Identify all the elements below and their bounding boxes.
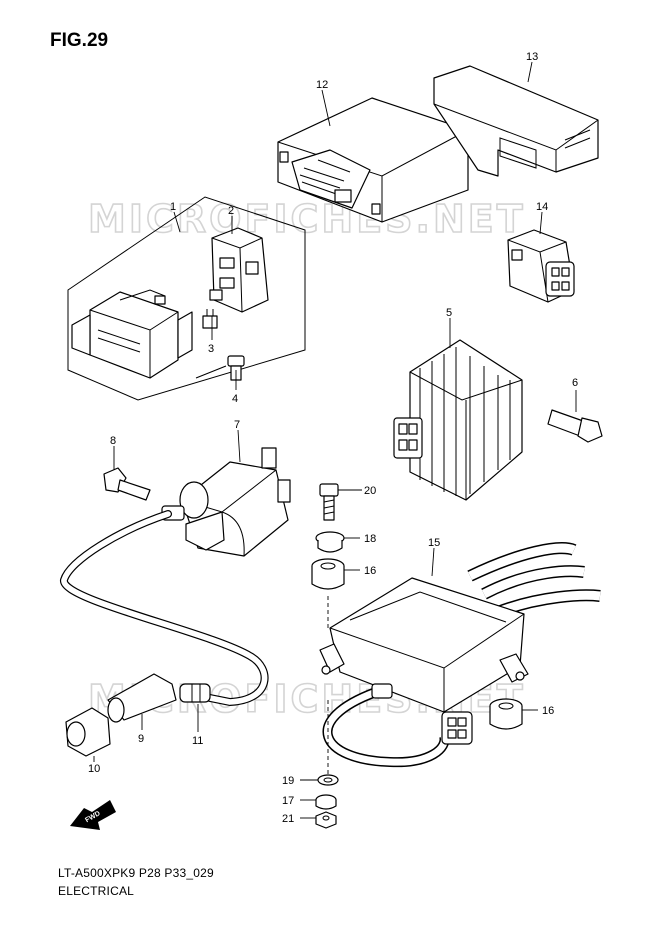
footer-section-name: ELECTRICAL xyxy=(58,884,135,898)
callout-numbers: 1 2 3 4 5 6 7 8 9 10 11 12 13 14 15 16 1… xyxy=(88,51,578,825)
regulator-rectifier-part-5 xyxy=(393,339,523,501)
control-unit-part-15 xyxy=(319,542,601,768)
high-tension-lead xyxy=(60,510,269,707)
callout-16-upper: 16 xyxy=(364,565,376,577)
callout-18: 18 xyxy=(364,533,376,545)
callout-17: 17 xyxy=(282,795,294,807)
washer-part-19 xyxy=(317,774,339,786)
ecm-part-12 xyxy=(277,97,469,223)
collar-part-17 xyxy=(315,794,337,810)
clamp-part-11 xyxy=(179,683,211,703)
callout-4: 4 xyxy=(232,393,238,405)
figure-title: FIG.29 xyxy=(50,30,109,51)
bolt-part-8 xyxy=(103,467,151,501)
callout-10: 10 xyxy=(88,763,100,775)
bolt-part-6 xyxy=(547,409,603,443)
leader-lines xyxy=(93,61,577,819)
ignition-coil-part-7 xyxy=(161,447,291,557)
callout-2: 2 xyxy=(228,205,234,217)
callout-15: 15 xyxy=(428,537,440,549)
callout-8: 8 xyxy=(110,435,116,447)
ecm-cover-part-13 xyxy=(433,65,599,177)
callout-11: 11 xyxy=(192,735,203,747)
bolt-part-4 xyxy=(195,355,245,381)
connector-part-14 xyxy=(507,229,575,303)
callout-19: 19 xyxy=(282,775,294,787)
grommet-part-16-upper xyxy=(311,558,345,590)
watermark-top: MICROFICHES.NET xyxy=(88,197,526,241)
callout-20: 20 xyxy=(364,485,376,497)
callout-1: 1 xyxy=(170,201,176,213)
callout-16-right: 16 xyxy=(542,705,554,717)
fuse-part-3 xyxy=(202,309,218,329)
cap-part-10 xyxy=(65,707,111,757)
callout-3: 3 xyxy=(208,343,214,355)
callout-7: 7 xyxy=(234,419,240,431)
callout-12: 12 xyxy=(316,79,328,91)
callout-9: 9 xyxy=(138,733,144,745)
forward-arrow-icon: FWD xyxy=(70,800,116,830)
nut-part-21 xyxy=(315,811,337,829)
callout-14: 14 xyxy=(536,201,548,213)
callout-5: 5 xyxy=(446,307,452,319)
fuse-box-part-2 xyxy=(209,227,269,313)
callout-21: 21 xyxy=(282,813,294,825)
callout-6: 6 xyxy=(572,377,578,389)
footer-model-code: LT-A500XPK9 P28 P33_029 xyxy=(58,866,214,880)
cap-part-9 xyxy=(107,673,177,723)
callout-13: 13 xyxy=(526,51,538,63)
grommet-part-16-right xyxy=(489,698,523,730)
bolt-part-20 xyxy=(319,483,339,521)
relay-assembly-part-1 xyxy=(67,196,306,401)
collar-part-18 xyxy=(315,531,345,553)
